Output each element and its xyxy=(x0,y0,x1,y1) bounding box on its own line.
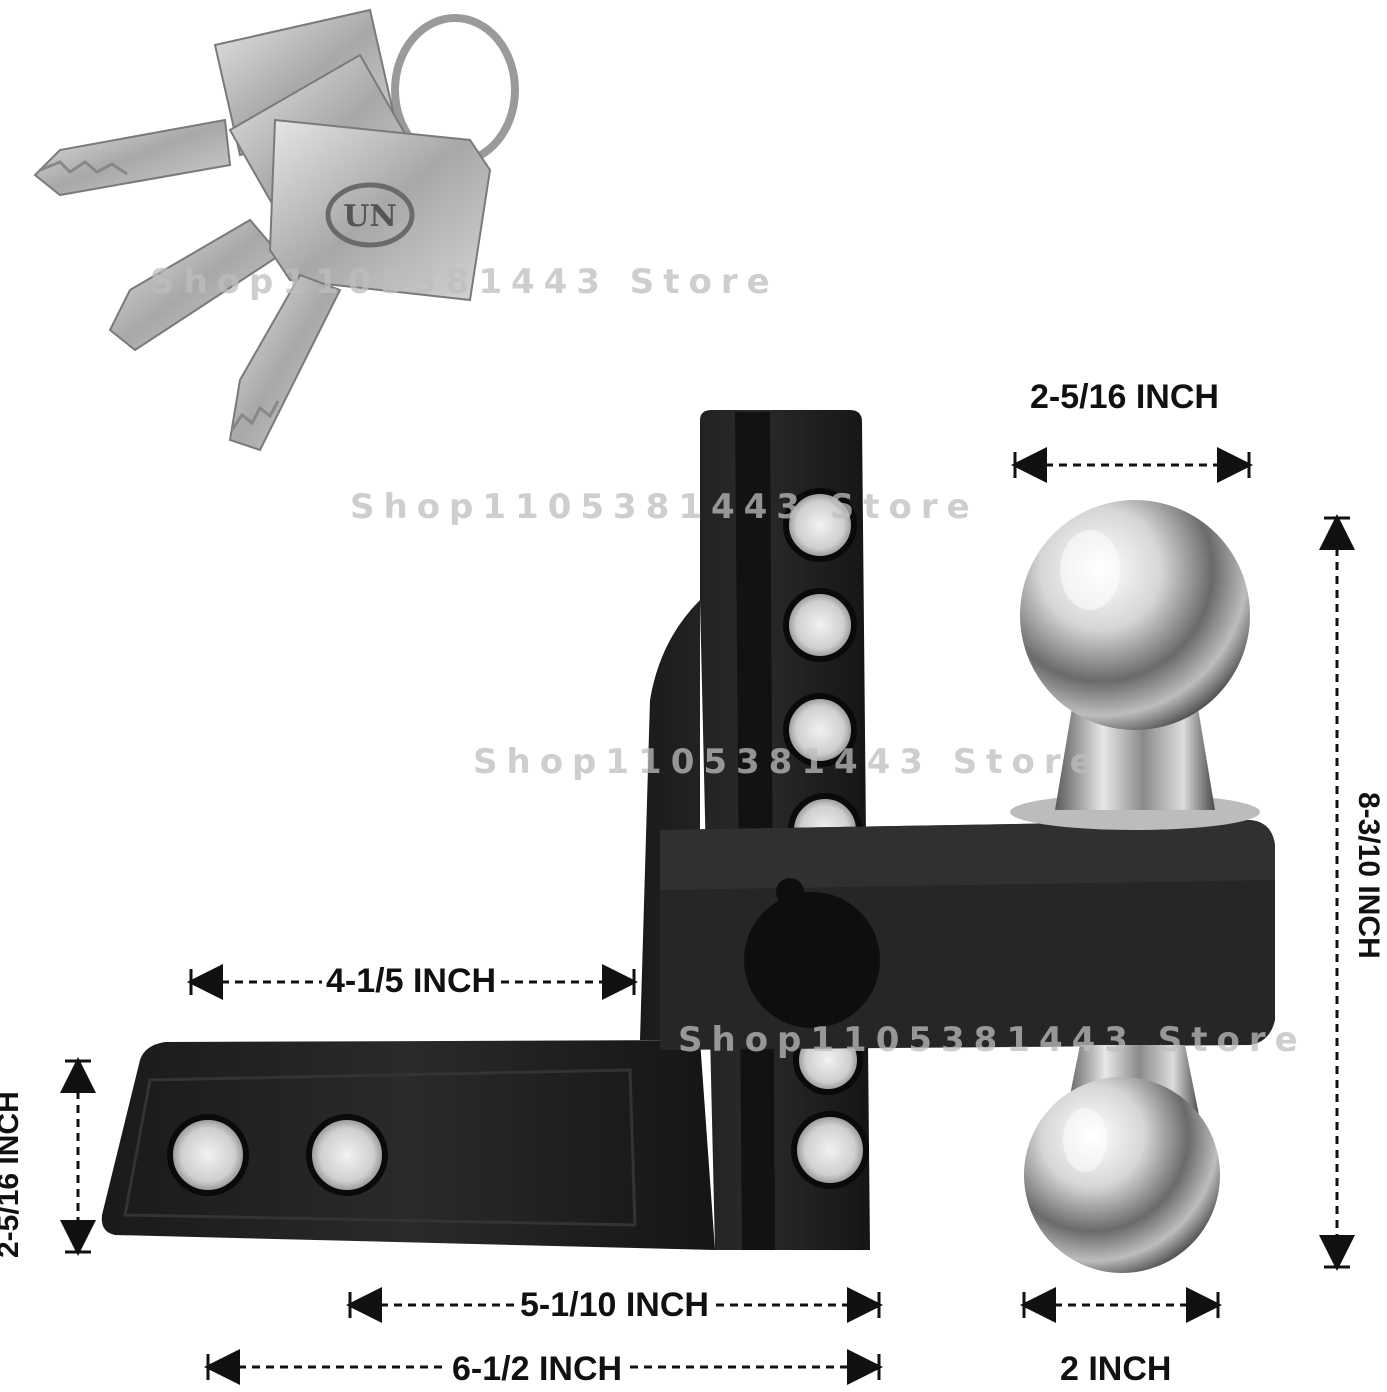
pin-hole-1 xyxy=(167,1114,249,1196)
shank xyxy=(101,1040,715,1250)
key-logo: UN xyxy=(343,199,397,234)
label-small-ball: 2 INCH xyxy=(1060,1350,1172,1388)
hitch-balls xyxy=(1010,500,1260,1273)
watermark-3: Shop1105381443 Store xyxy=(473,742,1102,782)
pin-hole-2 xyxy=(306,1114,388,1196)
dimension-lines xyxy=(60,447,1355,1385)
lock-pin xyxy=(744,892,880,1028)
label-shank-height: 2-5/16 INCH xyxy=(0,1091,25,1258)
adjust-hole-3 xyxy=(783,693,857,767)
key-3: UN xyxy=(228,118,492,452)
keys-illustration: UN xyxy=(33,8,519,452)
adjust-hole-1 xyxy=(783,488,857,562)
bottom-ball xyxy=(1024,1077,1220,1273)
label-total-length: 6-1/2 INCH xyxy=(448,1350,627,1389)
watermark-2: Shop1105381443 Store xyxy=(350,487,979,527)
label-drop-length: 4-1/5 INCH xyxy=(322,962,501,1001)
label-ball-width: 2-5/16 INCH xyxy=(1030,378,1219,416)
watermark-4: Shop1105381443 Store xyxy=(678,1020,1307,1060)
adjust-hole-2 xyxy=(783,588,857,662)
label-mid-length: 5-1/10 INCH xyxy=(516,1286,713,1325)
watermark-1: Shop1105381443 Store xyxy=(150,262,779,302)
adjust-hole-6 xyxy=(791,1111,869,1189)
hitch-mount xyxy=(101,410,1275,1250)
key-logo-oval xyxy=(325,182,415,248)
top-ball xyxy=(1020,500,1250,730)
label-total-height: 8-3/10 INCH xyxy=(1352,792,1385,959)
